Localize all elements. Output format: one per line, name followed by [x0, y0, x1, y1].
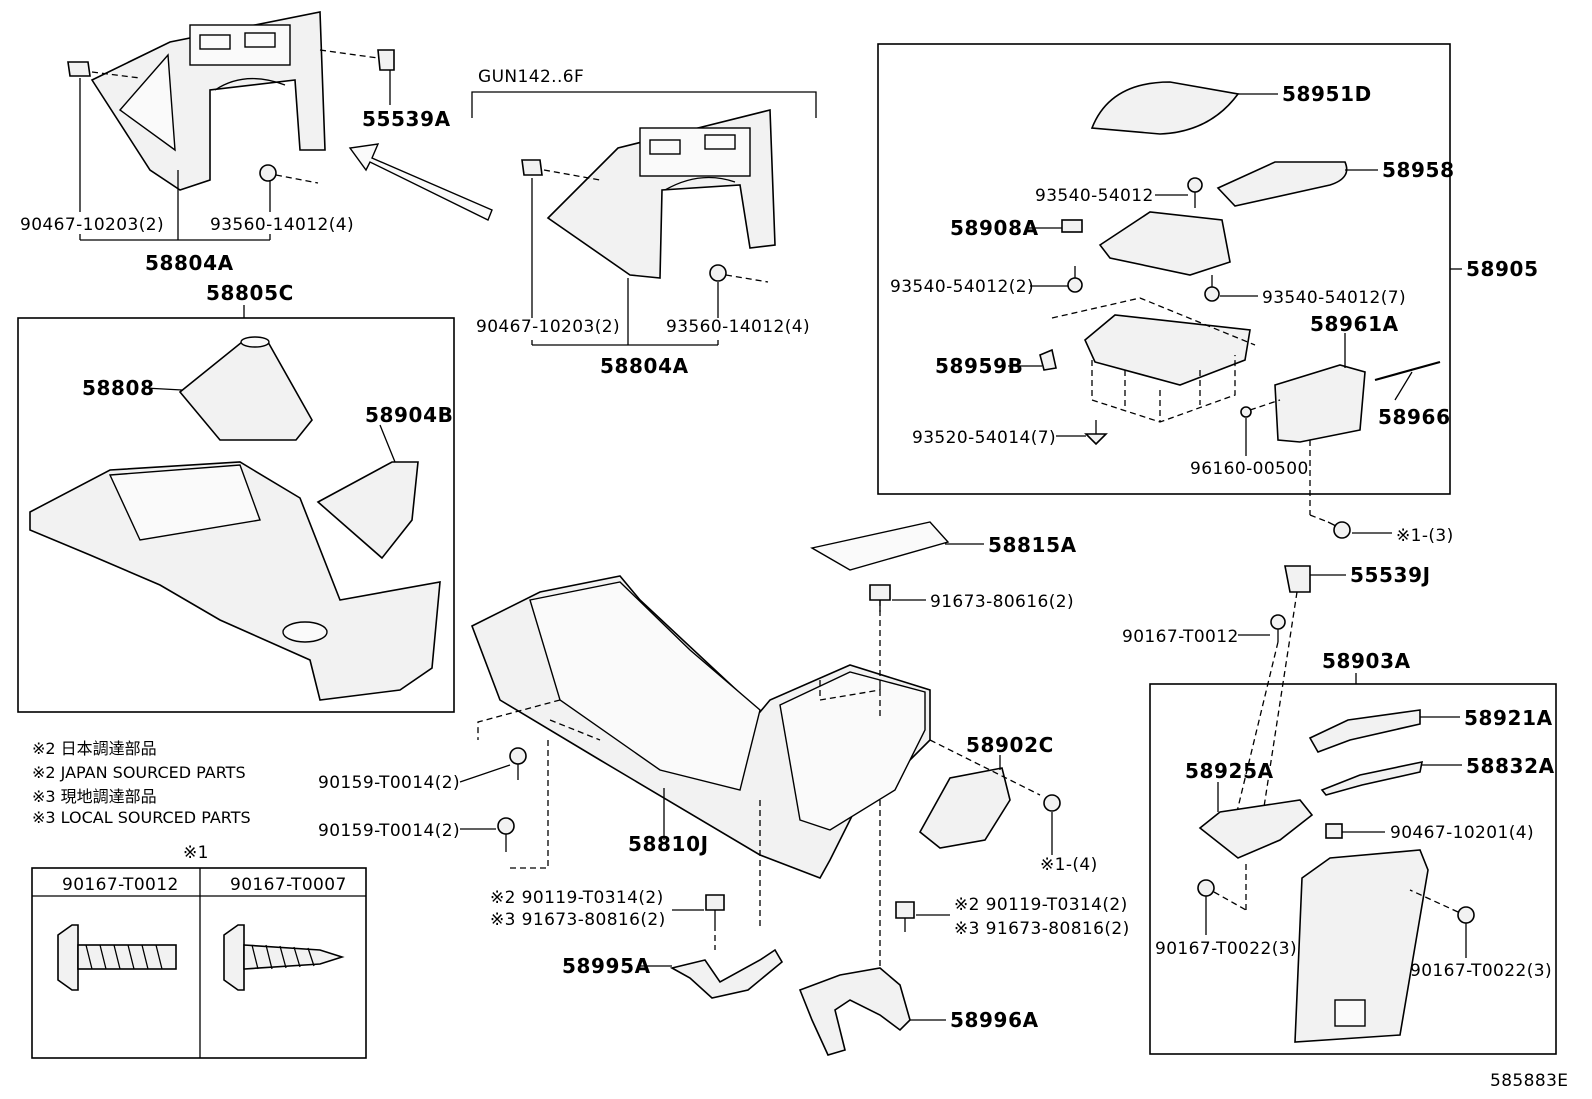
label-x1-3: ※1-(3): [1396, 526, 1454, 546]
clip-icon: [67, 49, 395, 182]
screw-icon: [1187, 177, 1203, 208]
note-line-4: ※3 LOCAL SOURCED PARTS: [32, 808, 251, 827]
screw-icon: [223, 924, 345, 991]
label-58966: 58966: [1378, 405, 1451, 429]
bolt-90159-t0014: [497, 747, 527, 852]
label-91673-80616: 91673-80616(2): [930, 592, 1074, 612]
label-58808: 58808: [82, 376, 155, 400]
label-90167-t0012-side: 90167-T0012: [1122, 627, 1239, 647]
label-91673-80816-l: ※3 91673-80816(2): [490, 910, 666, 930]
mat-58815a: [810, 521, 950, 571]
bracket-58925a: [1198, 799, 1314, 859]
label-90467-10203-b: 90467-10203(2): [476, 317, 620, 337]
shift-bezel-58804a-left: [90, 11, 326, 191]
label-55539a: 55539A: [362, 107, 451, 131]
clip-58959b: [1039, 348, 1057, 371]
side-panel-58903a: [1294, 849, 1429, 1043]
label-93560-14012-a: 93560-14012(4): [210, 215, 354, 235]
label-58810j: 58810J: [628, 832, 709, 856]
label-90467-10203-a: 90467-10203(2): [20, 215, 164, 235]
hinge-58958: [1216, 161, 1348, 207]
label-55539j: 55539J: [1350, 563, 1431, 587]
label-90119-l: ※2 90119-T0314(2): [490, 888, 664, 908]
label-58815a: 58815A: [988, 533, 1077, 557]
label-90159-t0014-b: 90159-T0014(2): [318, 821, 460, 841]
label-58804a-a: 58804A: [145, 251, 234, 275]
label-91673-80816-r: ※3 91673-80816(2): [954, 919, 1130, 939]
latch-58961a: [1274, 364, 1366, 443]
label-58805c: 58805C: [206, 281, 294, 305]
label-58925a: 58925A: [1185, 759, 1274, 783]
screw-icon: [1270, 614, 1286, 642]
label-93540-54012-2: 93540-54012(2): [890, 277, 1034, 297]
box-58805c: [17, 317, 455, 713]
note-line-3: ※3 現地調達部品: [32, 787, 157, 806]
notes-block: ※2 日本調達部品 ※2 JAPAN SOURCED PARTS ※3 現地調達…: [32, 739, 251, 827]
label-90467-10201: 90467-10201(4): [1390, 823, 1534, 843]
label-58905: 58905: [1466, 257, 1539, 281]
armrest-lid-58951d: [1090, 81, 1240, 135]
reference-code: 585883E: [1490, 1071, 1568, 1091]
pad-58904b: [316, 461, 419, 560]
shift-boot-58808: [178, 336, 313, 441]
label-93540-54012-7: 93540-54012(7): [1262, 288, 1406, 308]
bracket-58996a: [798, 967, 911, 1056]
screw-table-col1: 90167-T0012: [62, 875, 179, 895]
label-gun142: GUN142..6F: [478, 67, 584, 87]
label-58921a: 58921A: [1464, 706, 1553, 730]
label-90167-t0022-r: 90167-T0022(3): [1410, 961, 1552, 981]
trim-58921a: [1308, 709, 1421, 753]
label-58804a-b: 58804A: [600, 354, 689, 378]
label-90167-t0022-l: 90167-T0022(3): [1155, 939, 1297, 959]
box-58903a: [1149, 683, 1557, 1055]
label-93560-14012-b: 93560-14012(4): [666, 317, 810, 337]
label-58832a: 58832A: [1466, 754, 1555, 778]
switch-55539j: [1284, 565, 1311, 593]
label-58958: 58958: [1382, 158, 1455, 182]
label-58903a: 58903A: [1322, 649, 1411, 673]
arrow-icon: [348, 143, 493, 221]
lock-base: [1098, 211, 1231, 276]
label-96160-00500: 96160-00500: [1190, 459, 1309, 479]
label-x1-4: ※1-(4): [1040, 855, 1098, 875]
trim-58832a: [1320, 760, 1424, 796]
note-line-1: ※2 日本調達部品: [32, 739, 157, 758]
screw-icon: [1327, 521, 1351, 539]
screw-icon: [1043, 794, 1061, 812]
clip-90467-10201: [1325, 823, 1343, 839]
bolt-90119-left: [705, 894, 725, 925]
note-line-2: ※2 JAPAN SOURCED PARTS: [32, 763, 246, 782]
label-58961a: 58961A: [1310, 312, 1399, 336]
label-90119-r: ※2 90119-T0314(2): [954, 895, 1128, 915]
label-58904b: 58904B: [365, 403, 453, 427]
bracket-58902c: [918, 767, 1011, 849]
label-93520-54014: 93520-54014(7): [912, 428, 1056, 448]
screw-icon: [1067, 266, 1220, 302]
bolt-90119-right: [895, 901, 915, 932]
shift-bezel-58804a-center: [521, 108, 776, 282]
label-58902c: 58902C: [966, 733, 1054, 757]
label-58996a: 58996A: [950, 1008, 1039, 1032]
screw-table: 90167-T0012 90167-T0007: [31, 867, 367, 1059]
label-58959b: 58959B: [935, 354, 1023, 378]
screw-icon: [1084, 420, 1108, 446]
bracket-58995a: [669, 948, 784, 999]
screw-icon: [57, 924, 177, 991]
console-58810j: [470, 575, 931, 879]
label-90159-t0014-a: 90159-T0014(2): [318, 773, 460, 793]
console-58805c: [29, 461, 441, 701]
console-box-tray: [1084, 314, 1251, 386]
washer-icon: [1240, 406, 1252, 418]
label-93540-54012-top: 93540-54012: [1035, 186, 1154, 206]
clip-58908a: [1061, 219, 1083, 233]
label-58908a: 58908A: [950, 216, 1039, 240]
label-58951d: 58951D: [1282, 82, 1372, 106]
label-58995a: 58995A: [562, 954, 651, 978]
screw-table-col2: 90167-T0007: [230, 875, 347, 895]
bolt-91673-80616: [869, 584, 891, 612]
rod-58966: [1374, 360, 1441, 382]
screw-table-title: ※1: [183, 843, 209, 863]
